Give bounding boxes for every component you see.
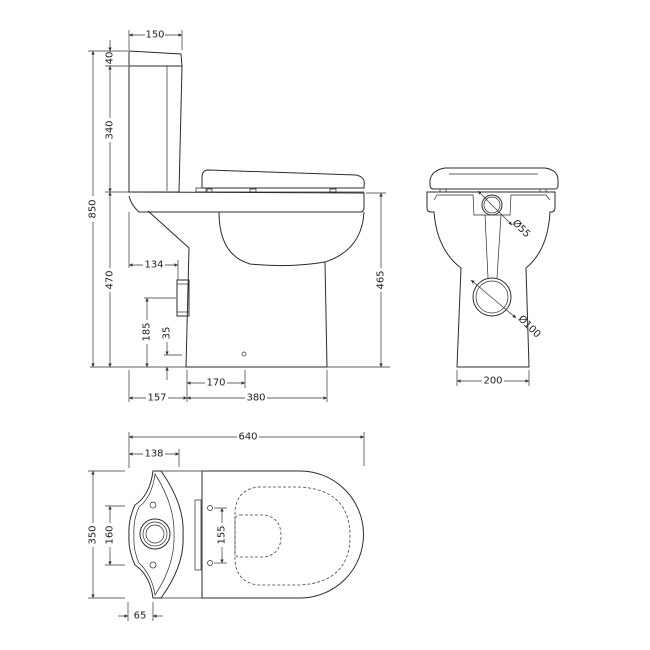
dim-overall-width: 350	[88, 525, 99, 544]
dim-pan-height: 470	[105, 270, 116, 289]
dim-seat-height: 465	[376, 270, 387, 289]
dim-overall-height: 850	[88, 199, 99, 218]
pan	[90, 191, 390, 368]
side-view: 150 850 40 340 470 465	[87, 29, 390, 404]
dim-inlet-height: 35	[162, 327, 173, 340]
plan-dimensions: 640 138 350 160 65 155	[87, 431, 365, 622]
dim-cistern-height: 340	[105, 120, 116, 139]
plan-cistern	[128, 470, 202, 599]
cistern	[128, 50, 183, 193]
dim-inlet-diameter: Ø55	[510, 217, 533, 240]
dim-seat-fixing-centres: 155	[217, 525, 228, 544]
dim-outlet-offset: 134	[144, 260, 163, 271]
plan-view: 640 138 350 160 65 155	[87, 431, 365, 622]
side-dimensions: 150 850 40 340 470 465	[87, 29, 387, 404]
plan-pan	[194, 470, 364, 599]
dim-cistern-fixing-centres: 160	[105, 525, 116, 544]
dim-fixing-hole: 170	[206, 378, 225, 389]
dim-outlet-height: 185	[142, 322, 153, 341]
dim-cistern-width: 150	[145, 30, 164, 41]
toilet-seat	[195, 169, 365, 193]
dim-lid-height: 40	[105, 52, 116, 65]
dim-overall-length: 640	[238, 432, 257, 443]
dim-cistern-depth: 138	[144, 449, 163, 460]
dim-plan-outlet-offset: 65	[134, 611, 147, 622]
dim-cistern-overhang: 157	[147, 393, 166, 404]
dim-pan-length: 380	[246, 393, 265, 404]
dim-outlet-diameter: Ø100	[516, 313, 544, 341]
front-seat	[429, 167, 559, 190]
front-view: Ø55 Ø100 200	[426, 167, 559, 387]
dim-foot-width: 200	[483, 376, 502, 387]
